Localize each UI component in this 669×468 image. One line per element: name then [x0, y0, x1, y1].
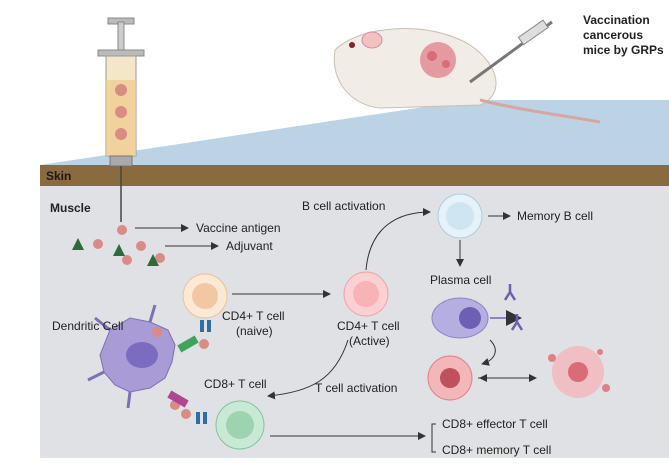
tumor-cell — [427, 355, 473, 401]
cd8-t-cell-label: CD8+ T cell — [204, 377, 267, 391]
vaccine-antigen-label: Vaccine antigen — [196, 221, 281, 235]
skin-label: Skin — [46, 169, 71, 183]
dendritic-cell — [87, 304, 209, 419]
cd4-active-cell — [343, 271, 389, 317]
projection-wedge — [40, 100, 669, 165]
cd8-effector-label: CD8+ effector T cell — [442, 417, 548, 431]
plasma-cell — [431, 284, 524, 339]
cd4-naive-label-2: (naive) — [236, 324, 273, 338]
memory-b-cell — [437, 193, 483, 239]
skin-layer — [40, 165, 669, 186]
vaccination-title-1: Vaccination — [583, 13, 650, 27]
plasma-to-tumor-arrow — [481, 339, 496, 366]
memory-b-cell-label: Memory B cell — [517, 209, 593, 223]
cd8-t-cell — [196, 400, 265, 450]
mouse-illustration — [333, 19, 601, 124]
syringe-left — [97, 17, 145, 222]
cd4-active-label-2: (Active) — [349, 334, 390, 348]
cd8-outcome-bracket — [431, 423, 436, 453]
antigen-adjuvant-particles — [72, 225, 165, 266]
cd4-naive-label-1: CD4+ T cell — [222, 309, 285, 323]
muscle-label: Muscle — [50, 201, 91, 215]
plasma-cell-label: Plasma cell — [430, 273, 491, 287]
cd4-active-label-1: CD4+ T cell — [337, 319, 400, 333]
t-cell-activation-arrow — [267, 339, 349, 400]
t-cell-activation-label: T cell activation — [315, 381, 397, 395]
b-cell-activation-arrow — [365, 208, 431, 271]
cd8-memory-label: CD8+ memory T cell — [442, 443, 551, 457]
dendritic-cell-label: Dendritic Cell — [52, 319, 123, 333]
adjuvant-label: Adjuvant — [226, 239, 273, 253]
b-cell-activation-label: B cell activation — [302, 199, 385, 213]
dying-tumor-cell — [548, 346, 610, 398]
vaccination-title-3: mice by GRPs — [583, 43, 664, 57]
vaccination-title-2: cancerous — [583, 28, 643, 42]
cd4-naive-cell — [182, 273, 228, 332]
